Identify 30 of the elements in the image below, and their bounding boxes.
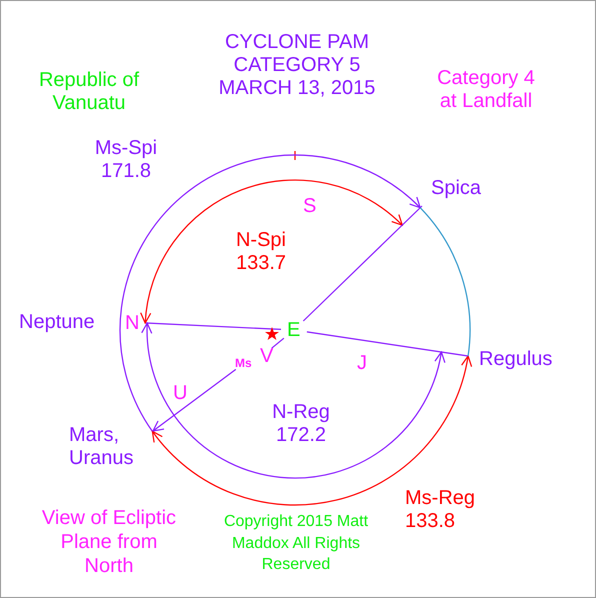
edge-label: Ms-Reg 133.8 [405,487,476,533]
category-note: Category 4 at Landfall [436,67,536,113]
point-letter: E [287,319,303,342]
edge-label: N-Spi 133.7 [234,229,288,275]
title: CYCLONE PAM CATEGORY 5 MARCH 13, 2015 [218,31,376,100]
connector-line [302,206,422,322]
arc-arrow [142,322,445,479]
connector-line [306,331,468,357]
connector-line [420,207,471,356]
planet-label: Mars, Uranus [69,424,153,470]
planet-label: Neptune [19,311,119,334]
arc-arrow [152,355,472,506]
edge-label: Ms-Spi 171.8 [94,137,158,183]
region-label: Republic of Vanuatu [38,69,140,115]
copyright-notice: Copyright 2015 Matt Maddox All Rights Reserved [222,512,370,576]
point-letter: Ms [235,357,259,371]
arc-arrow [140,180,403,324]
connector-line [146,322,282,330]
star-label: Regulus [479,348,574,371]
point-letter: U [173,382,191,405]
point-letter: J [357,352,371,375]
point-letter: N [125,312,143,335]
point-letter: V [260,345,276,368]
connector-line [271,338,284,349]
arc-arrow [120,154,421,432]
view-note: View of Ecliptic Plane from North [40,506,178,578]
arrow [152,368,236,432]
edge-label: N-Reg 172.2 [271,401,331,447]
star-label: Spica [431,177,501,200]
point-letter: S [303,195,321,218]
